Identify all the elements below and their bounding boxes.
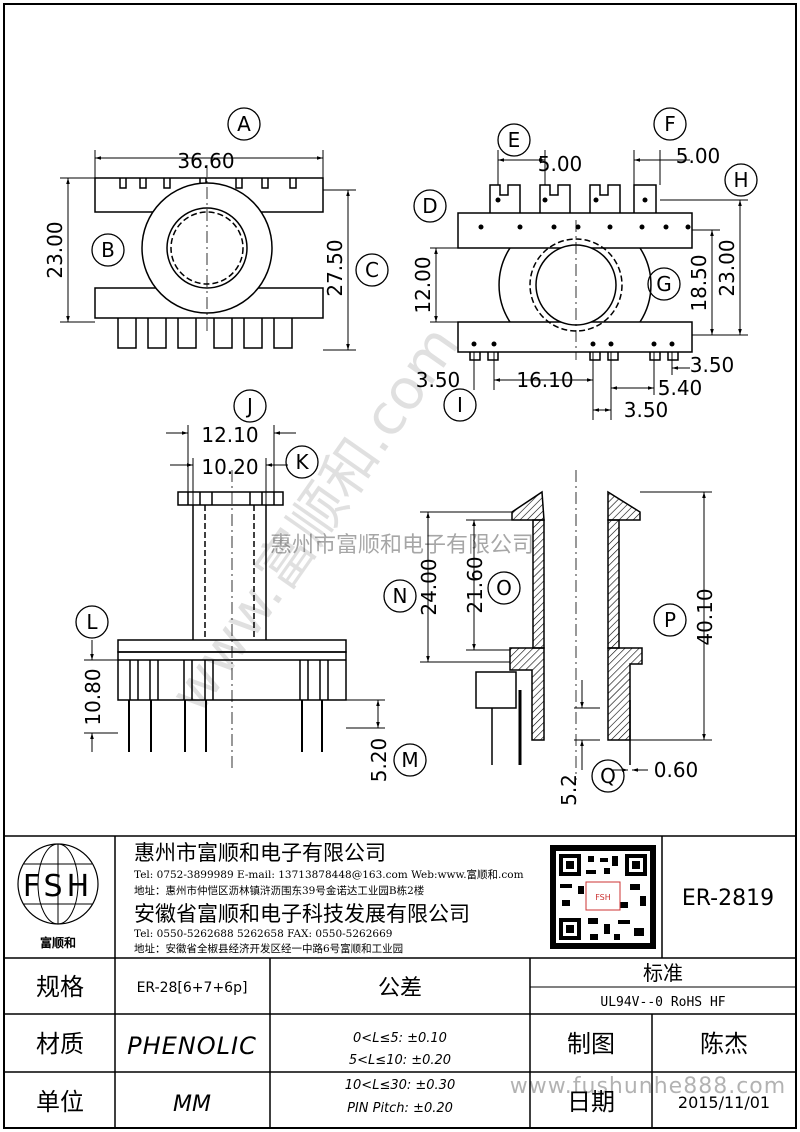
logo-caption: 富顺和	[40, 935, 76, 950]
dim-18-5: 18.50	[687, 254, 711, 311]
company-name-1: 惠州市富顺和电子有限公司	[134, 841, 386, 865]
letter-a: A	[237, 112, 251, 136]
date-value: 2015/11/01	[678, 1093, 770, 1112]
letter-b: B	[101, 238, 115, 262]
unit-label: 单位	[36, 1088, 84, 1116]
dim-23: 23.00	[715, 239, 739, 296]
letter-h: H	[733, 168, 748, 192]
letter-m: M	[401, 748, 418, 772]
side-view	[413, 107, 758, 422]
material-label: 材质	[36, 1030, 84, 1058]
dim-16-1: 16.10	[516, 368, 573, 392]
dim-5-2: 5.2	[557, 774, 581, 806]
drawn-label: 制图	[567, 1030, 615, 1058]
watermark-url: www.fushunhe888.com	[510, 1074, 786, 1099]
company-name-2: 安徽省富顺和电子科技发展有限公司	[134, 902, 470, 926]
dim-p: 40.10	[693, 588, 717, 645]
dim-n: 24.00	[417, 558, 441, 615]
dim-a: 36.60	[177, 149, 234, 173]
top-view	[60, 107, 389, 351]
company-contact-1: Tel: 0752-3899989 E-mail: 13713878448@16…	[134, 868, 524, 881]
drawn-value: 陈杰	[700, 1030, 748, 1058]
letter-j: J	[245, 394, 253, 418]
qr-label: FSH	[595, 893, 611, 902]
section-view	[383, 470, 712, 793]
tolerance-3: 10<L≤30: ±0.30	[345, 1078, 455, 1093]
dim-k: 10.20	[201, 455, 258, 479]
letter-f: F	[664, 112, 676, 136]
letter-g: G	[656, 272, 672, 296]
title-block	[4, 835, 796, 1128]
company-contact-2: Tel: 0550-5262688 5262658 FAX: 0550-5262…	[134, 928, 392, 940]
spec-label: 规格	[36, 973, 84, 1001]
dim-12: 12.00	[411, 256, 435, 313]
tolerance-label: 公差	[378, 976, 422, 1001]
letter-l: L	[86, 610, 98, 634]
standard-label: 标准	[643, 961, 683, 985]
date-label: 日期	[567, 1088, 615, 1116]
dim-3-5-bottom: 3.50	[624, 398, 669, 422]
logo-letters: FSH	[23, 869, 93, 904]
dim-l: 10.80	[81, 668, 105, 725]
dim-m: 5.20	[367, 738, 391, 783]
letter-n: N	[393, 584, 408, 608]
dim-3-5-left: 3.50	[416, 368, 461, 392]
dim-b: 23.00	[43, 221, 67, 278]
dim-q: 0.60	[654, 758, 699, 782]
tolerance-1: 0<L≤5: ±0.10	[353, 1031, 447, 1046]
letter-p: P	[664, 608, 676, 632]
front-view	[75, 389, 427, 777]
spec-value: ER-28[6+7+6p]	[137, 980, 248, 996]
letter-k: K	[295, 450, 309, 474]
letter-q: Q	[600, 764, 616, 788]
dim-f: 5.00	[676, 144, 721, 168]
letter-o: O	[496, 576, 512, 600]
tolerance-2: 5<L≤10: ±0.20	[349, 1053, 451, 1068]
letter-c: C	[365, 258, 379, 282]
unit-value: MM	[173, 1092, 211, 1117]
dim-j: 12.10	[201, 423, 258, 447]
dim-3-5-right: 3.50	[690, 353, 735, 377]
company-address-1: 地址：惠州市仲恺区沥林镇浒沥围东39号金诺达工业园B栋2楼	[134, 884, 425, 897]
company-address-2: 地址：安徽省全椒县经济开发区经一中路6号富顺和工业园	[134, 942, 403, 955]
letter-e: E	[508, 128, 521, 152]
letter-d: D	[422, 194, 437, 218]
dim-5-4: 5.40	[658, 376, 703, 400]
dim-e: 5.00	[538, 152, 583, 176]
watermark-company: 惠州市富顺和电子有限公司	[270, 533, 534, 558]
dim-c: 27.50	[323, 239, 347, 296]
part-number: ER-2819	[682, 886, 774, 911]
letter-i: I	[457, 393, 463, 417]
material-value: PHENOLIC	[127, 1032, 257, 1060]
tolerance-4: PIN Pitch: ±0.20	[347, 1101, 453, 1116]
dim-o: 21.60	[463, 556, 487, 613]
standard-value: UL94V--0 RoHS HF	[600, 995, 725, 1010]
